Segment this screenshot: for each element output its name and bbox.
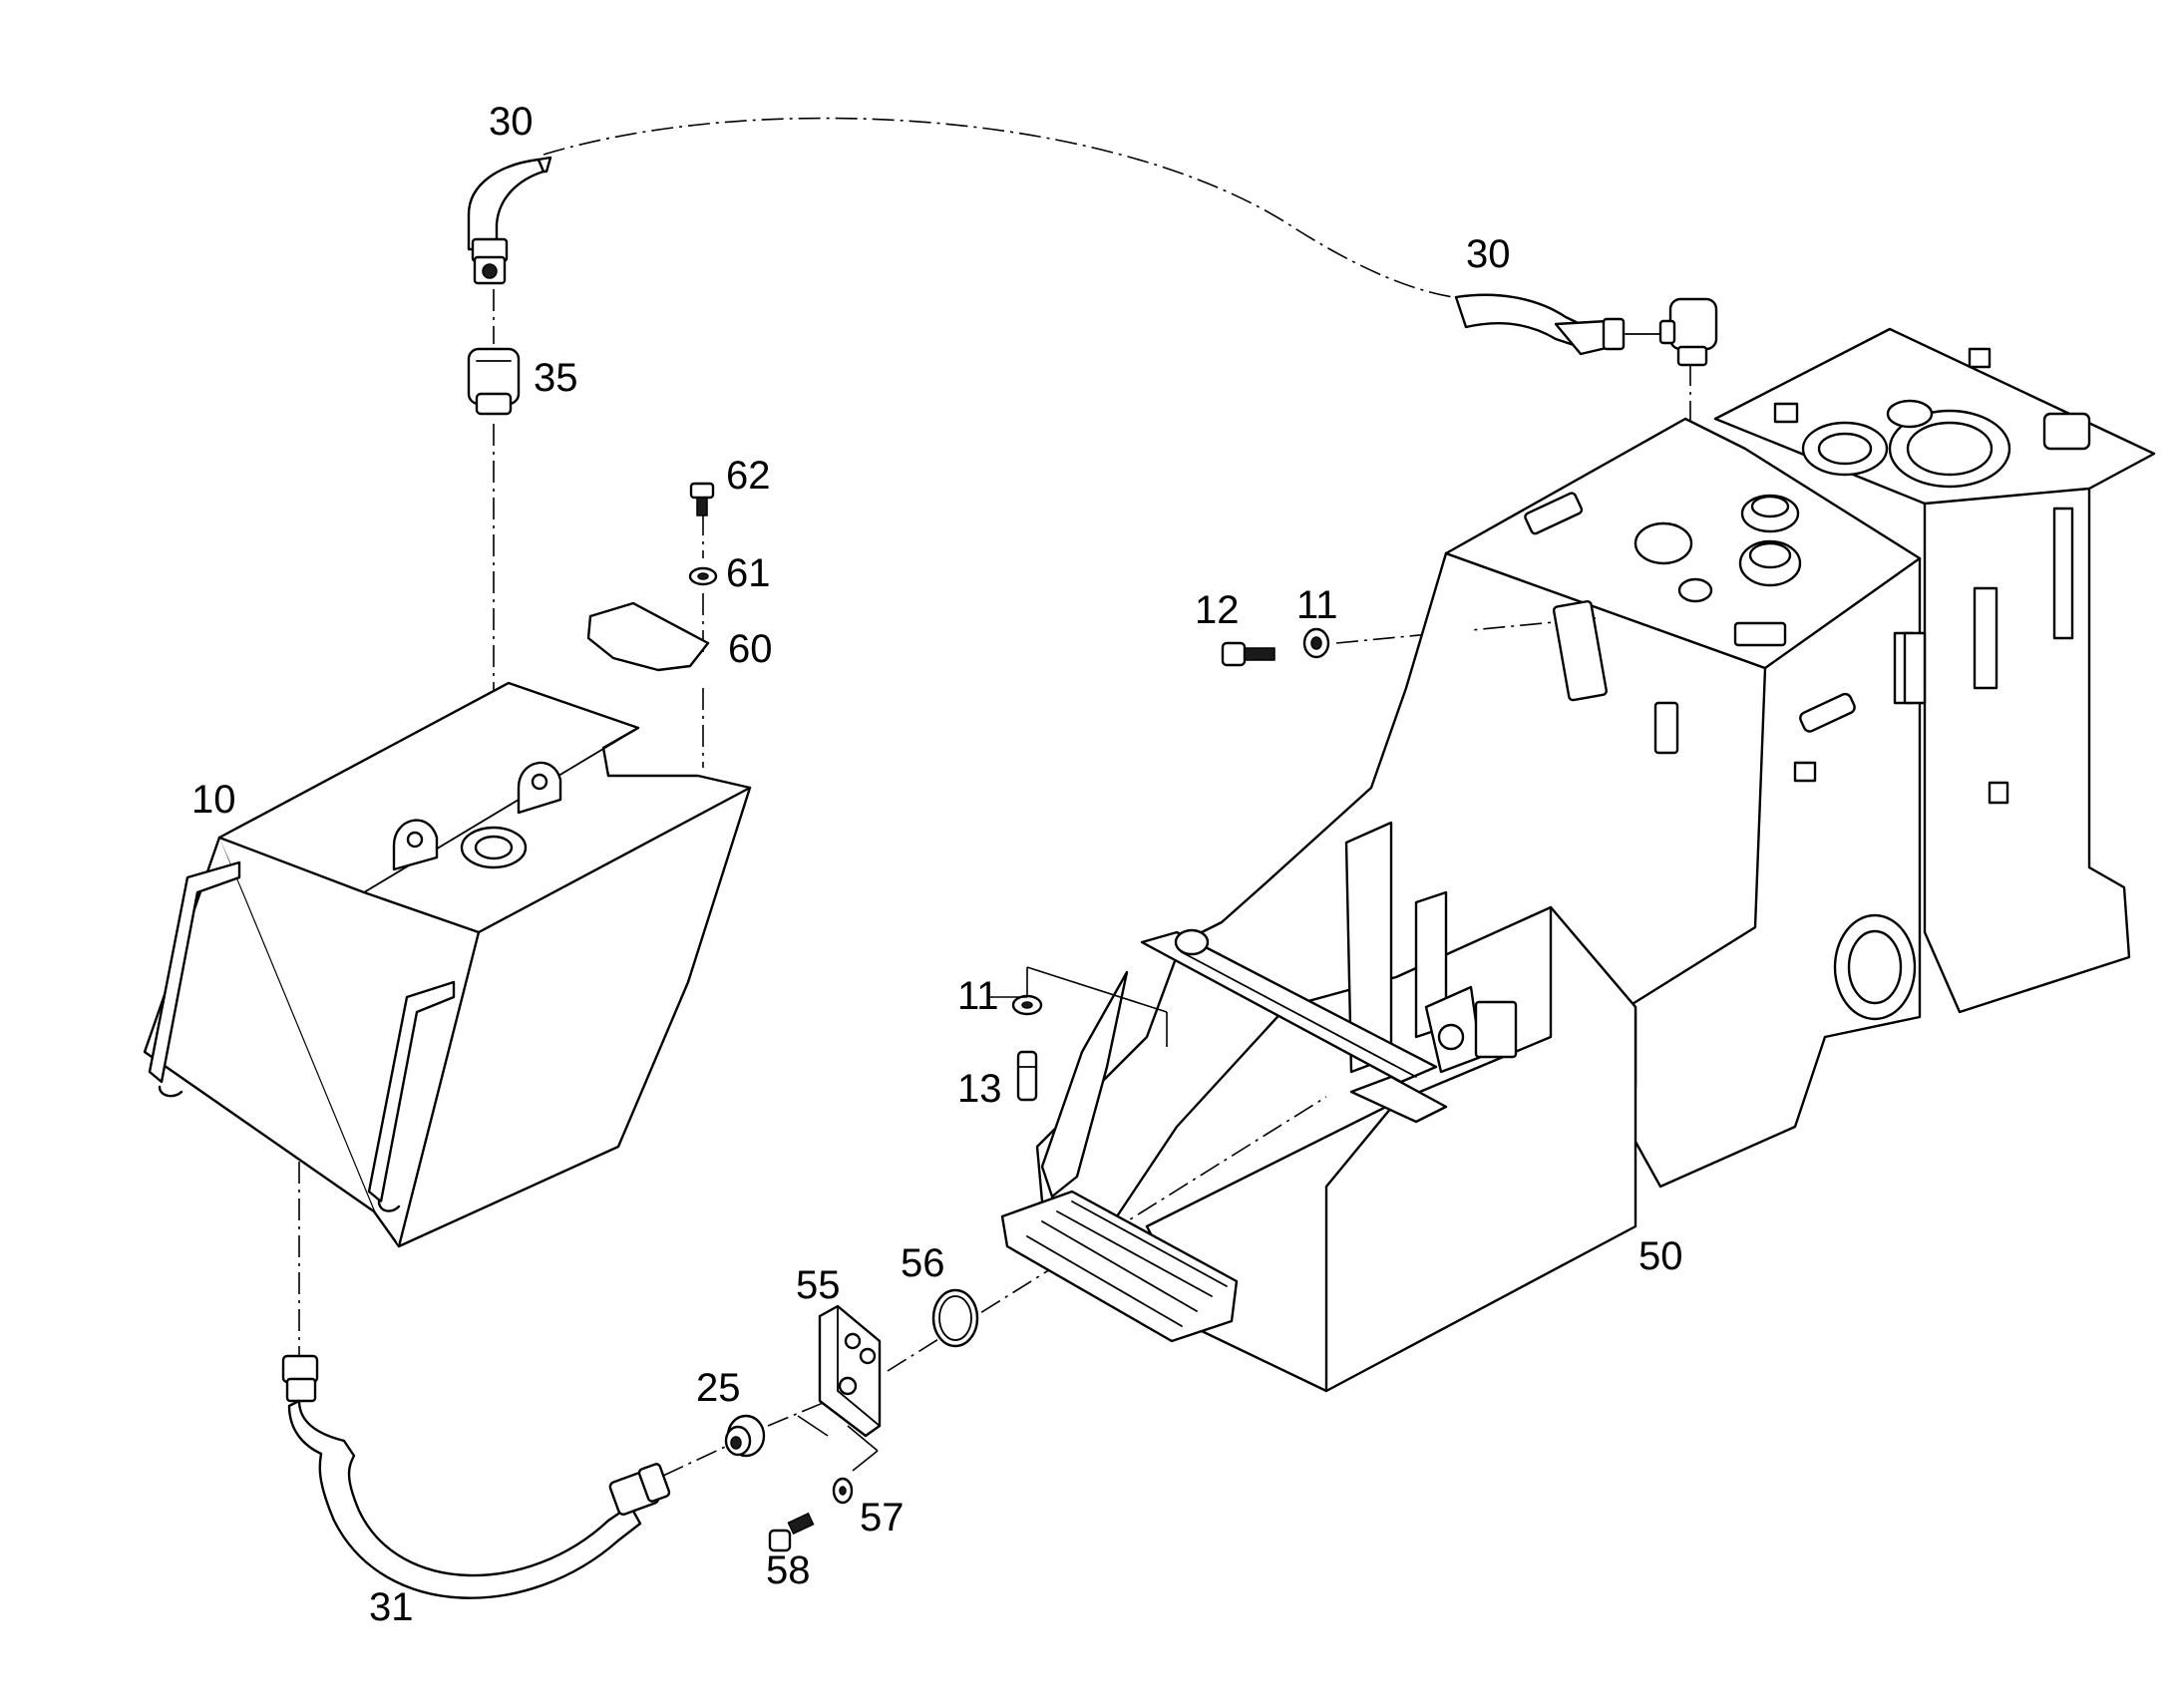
o-ring-part-56 bbox=[931, 1288, 979, 1348]
hose-elbow-part-30-left bbox=[467, 156, 552, 285]
callout-10: 10 bbox=[191, 778, 236, 822]
plug-part-25 bbox=[724, 1414, 766, 1458]
callout-60: 60 bbox=[728, 627, 773, 671]
callout-11-lower: 11 bbox=[957, 974, 999, 1018]
leader-lines bbox=[797, 966, 1168, 1472]
callout-25: 25 bbox=[696, 1366, 741, 1410]
callout-30-right: 30 bbox=[1466, 232, 1511, 276]
callout-11-upper: 11 bbox=[1296, 583, 1338, 627]
callout-57: 57 bbox=[860, 1496, 905, 1539]
flange-part-55 bbox=[818, 1304, 882, 1438]
bolt-part-12 bbox=[1221, 641, 1275, 667]
tank-part-10 bbox=[143, 681, 752, 1248]
callout-30-left: 30 bbox=[489, 100, 534, 144]
washer-part-11-lower bbox=[1011, 994, 1043, 1016]
callout-31: 31 bbox=[369, 1585, 414, 1629]
callout-62: 62 bbox=[726, 454, 771, 498]
callout-58: 58 bbox=[766, 1548, 811, 1592]
callout-55: 55 bbox=[796, 1263, 841, 1307]
washer-part-61 bbox=[688, 566, 718, 586]
bolt-part-58 bbox=[768, 1512, 815, 1552]
washer-part-57 bbox=[832, 1477, 854, 1505]
washer-part-11-upper bbox=[1302, 627, 1330, 659]
callout-35: 35 bbox=[534, 356, 578, 400]
frame-part-50 bbox=[1000, 327, 2156, 1393]
cover-plate-part-60 bbox=[586, 601, 710, 672]
bolt-part-13 bbox=[1016, 1050, 1038, 1102]
callout-61: 61 bbox=[726, 551, 771, 595]
hose-part-31 bbox=[281, 1354, 671, 1599]
callout-50: 50 bbox=[1638, 1234, 1683, 1278]
callout-12: 12 bbox=[1195, 588, 1240, 632]
callout-56: 56 bbox=[901, 1241, 945, 1285]
fitting-part-35 bbox=[467, 347, 521, 416]
bolt-part-62 bbox=[689, 482, 715, 516]
callout-13: 13 bbox=[957, 1067, 1002, 1111]
callout-labels: 30 30 35 62 61 60 10 12 11 11 13 50 55 5… bbox=[191, 100, 1683, 1629]
hose-elbow-part-30-right bbox=[1454, 293, 1718, 367]
